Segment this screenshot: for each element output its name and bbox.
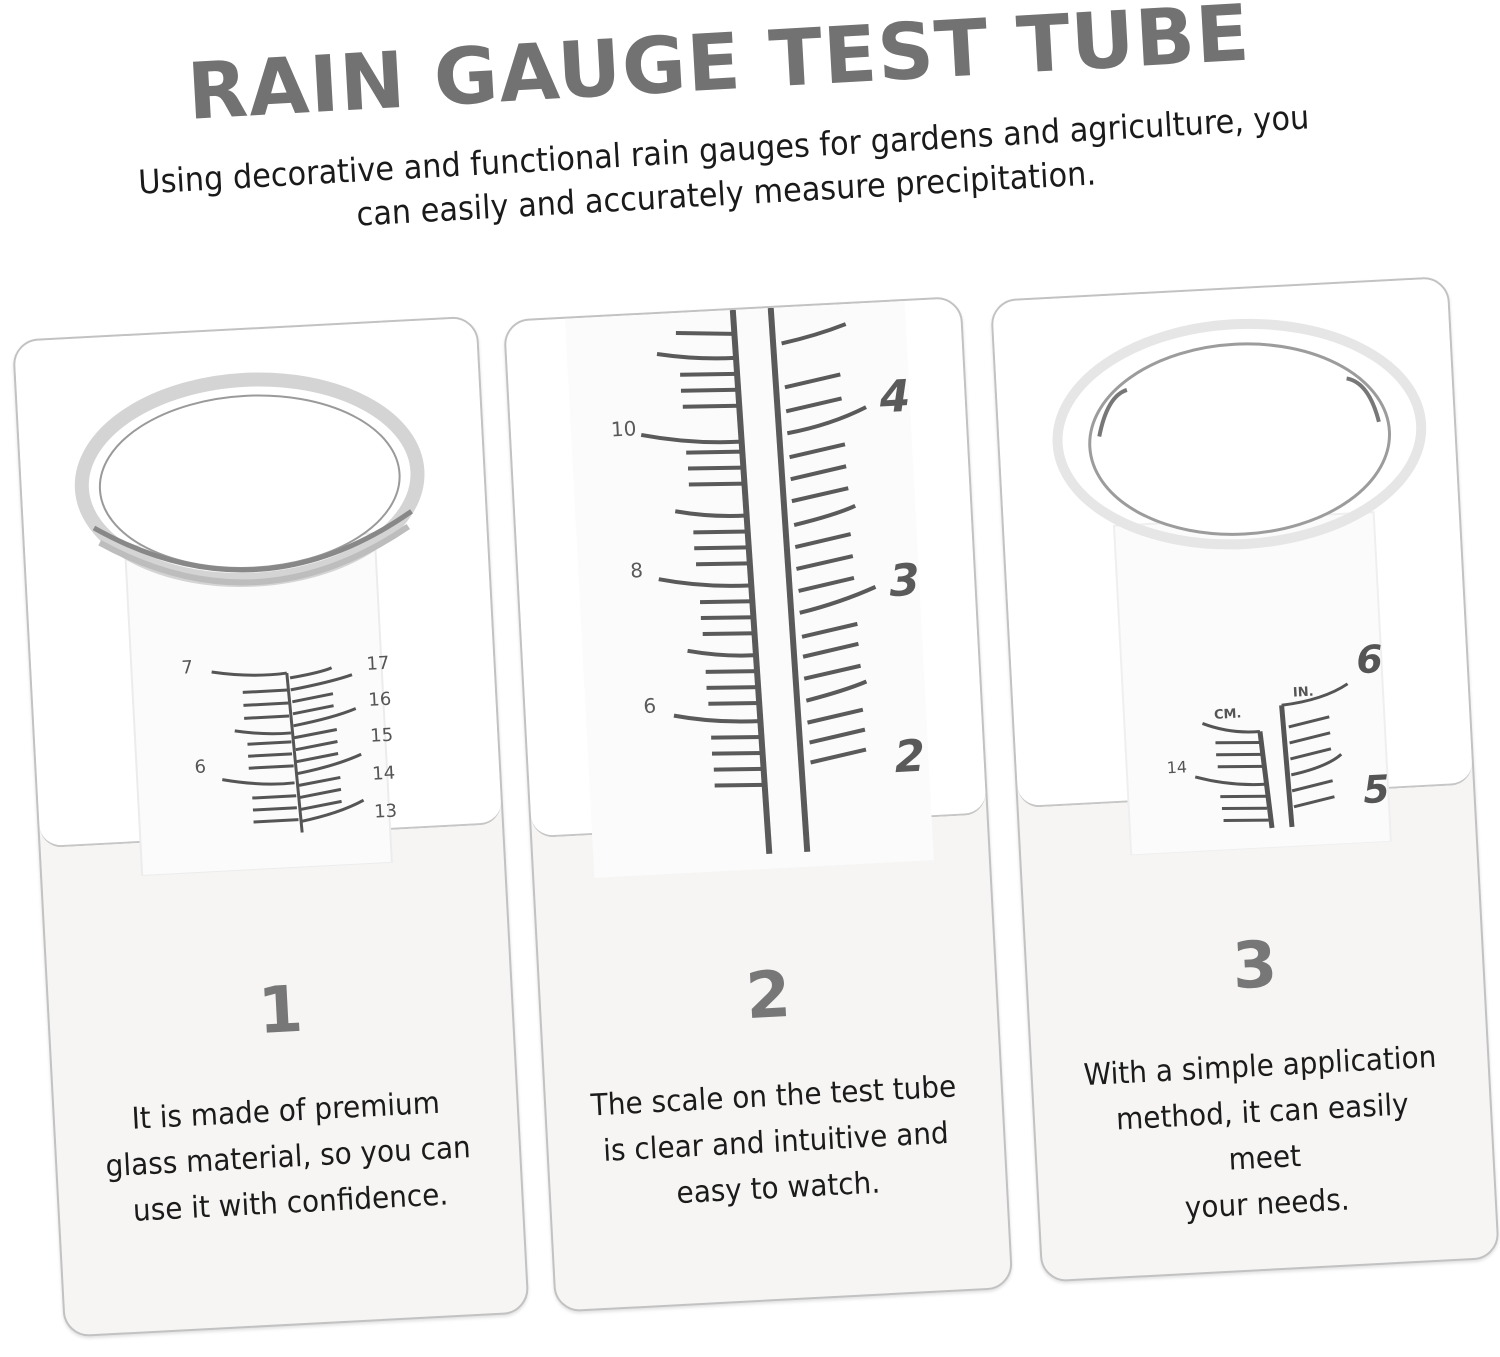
- scale-label: 8: [630, 558, 644, 583]
- product-photo-tube-units: CM. IN. 14 6 5: [992, 278, 1474, 857]
- scale-label: 6: [643, 694, 657, 719]
- scale-label: 3: [888, 555, 921, 608]
- scale-label: 2: [893, 731, 926, 784]
- scale-label: 14: [1166, 757, 1187, 777]
- scale-label: 14: [372, 763, 396, 785]
- glass-tube-illustration: 7 6 17 16 15 14 13: [74, 372, 425, 877]
- feature-description: It is made of premium glass material, so…: [98, 1079, 479, 1236]
- scale-label: 17: [366, 653, 390, 675]
- scale-label: 13: [374, 801, 398, 823]
- product-photo-scale-closeup: 10 8 6 4 3 2: [505, 298, 987, 878]
- feature-number: 2: [744, 957, 793, 1035]
- feature-card-1: 7 6 17 16 15 14 13 1 It is made of premi…: [12, 315, 530, 1338]
- feature-description: With a simple application method, it can…: [1075, 1034, 1451, 1237]
- glass-tube-units-illustration: CM. IN. 14 6 5: [1052, 318, 1427, 857]
- scale-closeup-illustration: 10 8 6 4 3 2: [565, 300, 934, 878]
- unit-label-cm: CM.: [1214, 706, 1242, 722]
- feature-number: 3: [1230, 927, 1279, 1005]
- scale-label: 16: [368, 689, 392, 711]
- feature-card-2: 10 8 6 4 3 2 2 The scale on the test tub…: [503, 295, 1014, 1313]
- scale-label: 7: [181, 657, 194, 679]
- product-photo-tube-rim: 7 6 17 16 15 14 13: [14, 317, 503, 877]
- feature-card-3: CM. IN. 14 6 5 3 With a simple applicati…: [990, 275, 1500, 1283]
- scale-label: 6: [194, 756, 207, 778]
- unit-label-in: IN.: [1293, 685, 1314, 701]
- scale-label: 10: [610, 416, 637, 441]
- scale-label: 5: [1362, 767, 1391, 812]
- feature-number: 1: [256, 972, 305, 1049]
- scale-label: 6: [1355, 637, 1384, 682]
- feature-description: The scale on the test tube is clear and …: [589, 1064, 963, 1221]
- scale-label: 15: [370, 725, 394, 747]
- scale-label: 4: [877, 371, 911, 424]
